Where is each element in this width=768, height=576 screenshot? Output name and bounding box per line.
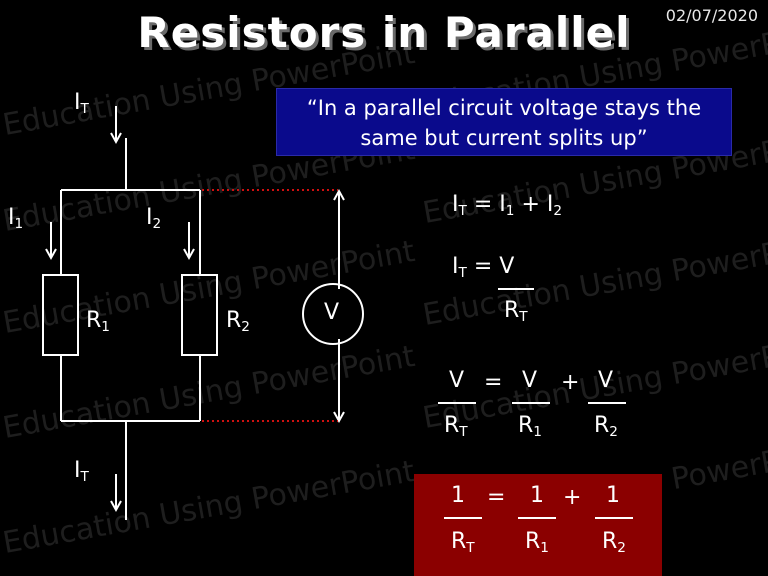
- eq4-denominator-3: R2: [602, 529, 626, 557]
- current-total-bottom-label: IT: [74, 458, 89, 486]
- arrowhead-it-bottom: [110, 500, 122, 513]
- equation-current-sum: IT = I1 + I2: [452, 192, 563, 220]
- eq4-numerator-3: 1: [606, 483, 620, 508]
- eq3-denominator-3: R2: [594, 413, 618, 441]
- eq3-equals: =: [484, 370, 503, 395]
- equation-ohms-law: IT = V: [452, 254, 515, 282]
- eq4-denominator-1: RT: [451, 529, 475, 557]
- resistor-r2: [181, 274, 218, 356]
- eq4-denominator-2: R1: [525, 529, 549, 557]
- voltmeter-arrow-down: [333, 411, 345, 424]
- eq4-plus: +: [563, 485, 582, 510]
- fraction-bar: [595, 517, 633, 519]
- fraction-bar: [588, 402, 626, 404]
- arrowhead-i1: [45, 248, 57, 261]
- fraction-bar: [512, 402, 550, 404]
- eq3-denominator-2: R1: [518, 413, 542, 441]
- eq3-numerator-1: V: [449, 368, 465, 393]
- fraction-bar: [518, 517, 556, 519]
- eq3-denominator-1: RT: [444, 413, 468, 441]
- eq3-numerator-2: V: [522, 368, 538, 393]
- arrowhead-i2: [183, 248, 195, 261]
- eq4-numerator-1: 1: [451, 483, 465, 508]
- arrowhead-it-top: [110, 132, 122, 145]
- eq3-plus: +: [561, 370, 580, 395]
- eq3-numerator-3: V: [598, 368, 614, 393]
- resistor-r1: [42, 274, 79, 356]
- slide-date: 02/07/2020: [665, 6, 758, 25]
- quote-box: “In a parallel circuit voltage stays the…: [276, 88, 732, 156]
- result-box: [414, 474, 662, 576]
- fraction-bar: [444, 517, 482, 519]
- eq4-numerator-2: 1: [530, 483, 544, 508]
- fraction-bar: [438, 402, 476, 404]
- current-2-label: I2: [146, 205, 162, 233]
- quote-text: “In a parallel circuit voltage stays the…: [306, 96, 702, 150]
- current-total-top-label: IT: [74, 90, 89, 118]
- equation-ohms-law-denominator: RT: [504, 298, 528, 326]
- voltmeter-arrow-up: [333, 188, 345, 201]
- slide-title: Resistors in Parallel: [137, 8, 631, 57]
- resistor-2-label: R2: [226, 308, 250, 336]
- resistor-1-label: R1: [86, 308, 110, 336]
- current-1-label: I1: [8, 205, 24, 233]
- voltmeter-label: V: [324, 300, 340, 325]
- voltmeter-circle: [302, 283, 364, 345]
- fraction-bar: [498, 288, 534, 290]
- eq4-equals: =: [487, 485, 506, 510]
